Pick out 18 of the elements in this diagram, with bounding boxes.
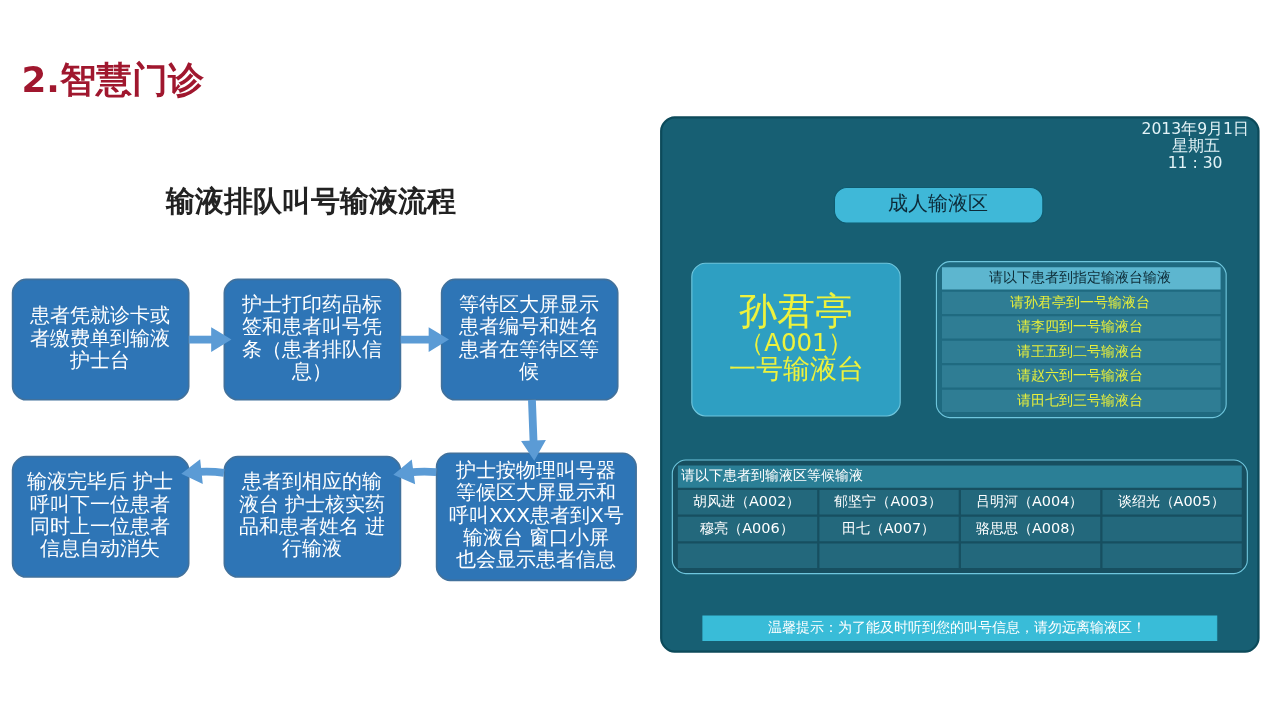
arrow: [521, 399, 546, 461]
node-box: 输液完毕后 护士呼叫下一位患者同时上一位患者信息自动消失: [11, 455, 190, 578]
node-box: 护士打印药品标签和患者叫号凭条（患者排队信息）: [223, 278, 402, 401]
arrow: [400, 326, 449, 352]
arrow: [393, 459, 437, 484]
diagram-title: 2.智慧门诊: [21, 58, 204, 100]
arrow: [181, 458, 225, 484]
node-box: 请以下患者到输液区等候输液 胡风进（A002） 郁坚宁（A003） 吕明河（A004） 谈绍光（A005） 穆亮（A006） 田七（A007） 骆思思（A008）: [671, 458, 1248, 574]
arrow: [188, 326, 232, 352]
node-box: 孙君亭 （A001） 一号输液台: [691, 262, 901, 416]
node-box: 护士按物理叫号器等候区大屏显示和呼叫XXX患者到X号输液台 窗口小屏也会显示患者信息: [435, 451, 637, 581]
node-box: 成人输液区: [833, 186, 1044, 224]
label: 输液排队叫号输液流程: [165, 183, 456, 218]
node-box: 请以下患者到指定输液台输液 请孙君亭到一号输液台 请李四到一号输液台 请王五到二号输液台 请赵六到一号输液台 请田七到三号输液台: [935, 260, 1227, 418]
node-box: 患者凭就诊卡或者缴费单到输液护士台: [11, 278, 190, 401]
node-box: 等待区大屏显示患者编号和姓名患者在等待区等候: [440, 278, 619, 401]
node-box: 温馨提示：为了能及时听到您的叫号信息，请勿远离输液区！: [702, 614, 1218, 641]
node-box: 患者到相应的输液台 护士核实药品和患者姓名 进行输液: [223, 455, 402, 578]
